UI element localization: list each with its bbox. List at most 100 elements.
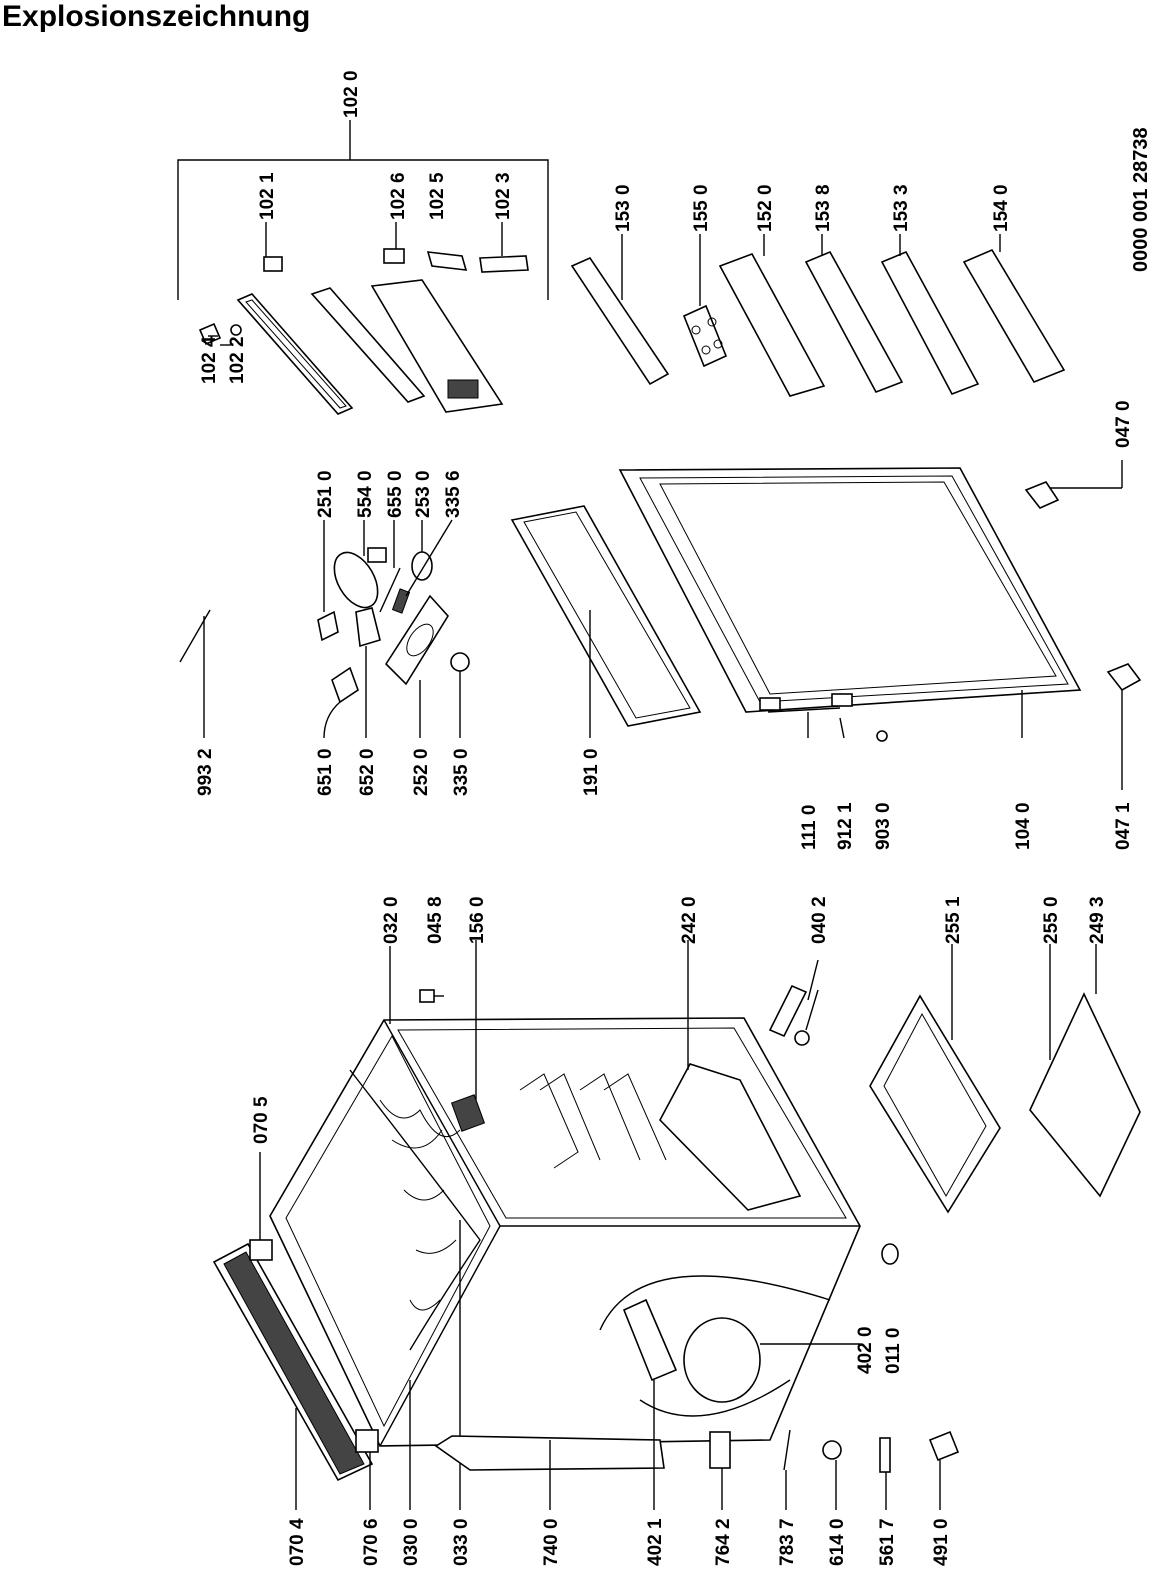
label-0458: 045 8 [425, 896, 446, 944]
part-labels: 102 0 102 1 102 6 102 5 102 3 102 4 102 … [195, 70, 1152, 1566]
label-0300: 030 0 [401, 1518, 422, 1566]
label-2530: 253 0 [413, 470, 434, 518]
label-1110: 111 0 [799, 805, 820, 850]
cabinet-body-0300 [269, 1017, 861, 1447]
label-6510: 651 0 [315, 748, 336, 796]
label-3356: 335 6 [443, 470, 464, 518]
label-0704: 070 4 [287, 1518, 308, 1566]
ice-tray-1560 [450, 1094, 486, 1132]
label-1024: 102 4 [199, 336, 220, 384]
label-0402: 040 2 [809, 896, 830, 944]
label-2550: 255 0 [1041, 896, 1062, 944]
label-7400: 740 0 [541, 1518, 562, 1566]
label-2510: 251 0 [315, 470, 336, 518]
label-4021: 402 1 [645, 1518, 666, 1566]
label-5540: 554 0 [355, 470, 376, 518]
crisper-2420 [659, 1063, 802, 1211]
label-0470: 047 0 [1113, 400, 1134, 448]
part-0705 [249, 1239, 273, 1261]
label-9932: 993 2 [195, 748, 216, 796]
group-bracket-1020 [177, 159, 549, 300]
door-shelf-1540 [962, 248, 1066, 383]
label-0705: 070 5 [251, 1096, 272, 1144]
label-6520: 652 0 [357, 748, 378, 796]
label-5617: 561 7 [877, 1518, 898, 1566]
label-9030: 903 0 [873, 802, 894, 850]
label-6550: 655 0 [385, 470, 406, 518]
label-0330: 033 0 [451, 1518, 472, 1566]
label-1910: 191 0 [581, 748, 602, 796]
label-9121: 912 1 [835, 802, 856, 850]
part-2510 [317, 610, 339, 642]
label-2420: 242 0 [679, 896, 700, 944]
label-0706: 070 6 [361, 1518, 382, 1566]
label-1560: 156 0 [467, 896, 488, 944]
part-0706 [355, 1429, 379, 1453]
page-title: Explosionszeichnung [2, 0, 311, 33]
part-6520 [355, 607, 381, 648]
freezer-door-panel [370, 279, 504, 413]
butter-compartment [570, 256, 670, 386]
freezer-door-frame [310, 287, 426, 403]
label-1022: 102 2 [227, 336, 248, 384]
label-1520: 152 0 [755, 184, 776, 232]
part-1024 [198, 322, 222, 346]
main-door-1040 [618, 467, 1082, 713]
door-shelf-1520 [718, 253, 826, 397]
lamp-6550 [379, 567, 401, 613]
egg-tray [682, 304, 728, 368]
thermostat-housing-2520 [384, 594, 449, 686]
document-number: 0000 001 28738 [1130, 127, 1152, 272]
part-1023 [479, 255, 529, 273]
screw-9121 [839, 717, 845, 739]
label-1040: 104 0 [1013, 802, 1034, 850]
hinge-0402 [768, 984, 808, 1038]
label-7642: 764 2 [713, 1518, 734, 1566]
part-1022 [230, 324, 242, 336]
label-0110: 011 0 [883, 1328, 904, 1375]
lamp-cover-5540 [333, 551, 379, 609]
label-3350: 335 0 [451, 748, 472, 796]
label-0471: 047 1 [1113, 802, 1134, 850]
part-1021 [263, 256, 283, 272]
label-1540: 154 0 [991, 184, 1012, 232]
part-7642 [709, 1431, 731, 1469]
part-5617 [879, 1437, 891, 1473]
switch-3356 [391, 588, 411, 614]
knob-2530 [411, 551, 433, 581]
label-1026: 102 6 [388, 172, 409, 220]
part-9932 [179, 609, 211, 663]
glass-shelf-2551 [869, 994, 1001, 1214]
part-1025 [426, 251, 468, 271]
label-4020: 402 0 [855, 1326, 876, 1374]
part-6140 [822, 1440, 842, 1460]
foot-0470 [1024, 481, 1060, 509]
label-7837: 783 7 [777, 1518, 798, 1566]
part-4021 [622, 1298, 678, 1382]
label-6140: 614 0 [827, 1518, 848, 1566]
crisper-cover-2550 [1029, 992, 1141, 1198]
label-2551: 255 1 [943, 896, 964, 944]
part-0458 [419, 989, 435, 1003]
foot-0471 [1106, 663, 1142, 692]
part-9030 [876, 730, 888, 742]
label-1020: 102 0 [341, 70, 362, 118]
freezer-door-gasket [236, 293, 354, 415]
door-shelf-1533 [880, 250, 980, 396]
label-1021: 102 1 [257, 172, 278, 220]
part-7837 [783, 1429, 791, 1471]
label-2493: 249 3 [1087, 896, 1108, 944]
label-1025: 102 5 [427, 172, 448, 220]
compressor-4020 [683, 1317, 761, 1403]
label-0320: 032 0 [381, 896, 402, 944]
part-4910 [928, 1430, 960, 1462]
label-4910: 491 0 [931, 1518, 952, 1566]
label-1538: 153 8 [813, 184, 834, 232]
label-1550: 155 0 [691, 184, 712, 232]
label-1530: 153 0 [613, 184, 634, 232]
knob-3350 [450, 652, 470, 672]
part-1026 [383, 248, 405, 264]
label-2520: 252 0 [411, 748, 432, 796]
label-1533: 153 3 [891, 184, 912, 232]
